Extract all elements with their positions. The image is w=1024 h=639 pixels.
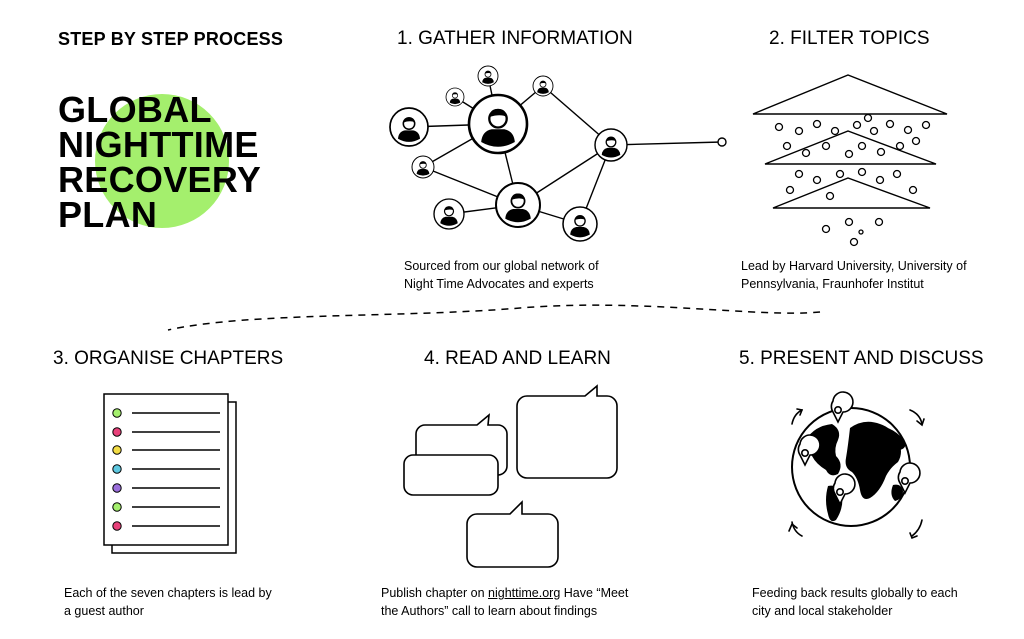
step-2-heading: 2. FILTER TOPICS [769,28,930,49]
step-1-heading: 1. GATHER INFORMATION [397,28,633,49]
chapter-bullet [112,408,122,418]
chapter-bullet [112,445,122,455]
step-4-heading: 4. READ AND LEARN [424,348,611,369]
step-4-caption: Publish chapter on nighttime.org Have “M… [381,586,629,618]
step-3-heading: 3. ORGANISE CHAPTERS [53,348,284,369]
chapter-bullet [112,464,122,474]
globe-with-pins-icon [788,391,925,540]
section-kicker: STEP BY STEP PROCESS [58,29,284,49]
step-5-heading: 5. PRESENT AND DISCUSS [739,348,984,369]
chapter-bullet [112,521,122,531]
step-2-caption: Lead by Harvard University, University o… [741,259,967,291]
dashed-connector [167,304,821,331]
title-line-4: PLAN [58,194,158,235]
title-line-3: RECOVERY [58,159,262,200]
people-network-icon [390,66,727,241]
title-line-1: GLOBAL [58,89,212,130]
chapter-bullet [112,502,122,512]
chapter-bullet [112,427,122,437]
accent-circle [95,94,229,228]
title-line-2: NIGHTTIME [58,124,259,165]
chapter-list-document-icon [103,393,237,554]
nighttime-org-link[interactable]: nighttime.org [488,586,561,600]
filter-funnel-icon [752,74,948,247]
speech-bubbles-icon [403,384,618,568]
chapter-bullet [112,483,122,493]
